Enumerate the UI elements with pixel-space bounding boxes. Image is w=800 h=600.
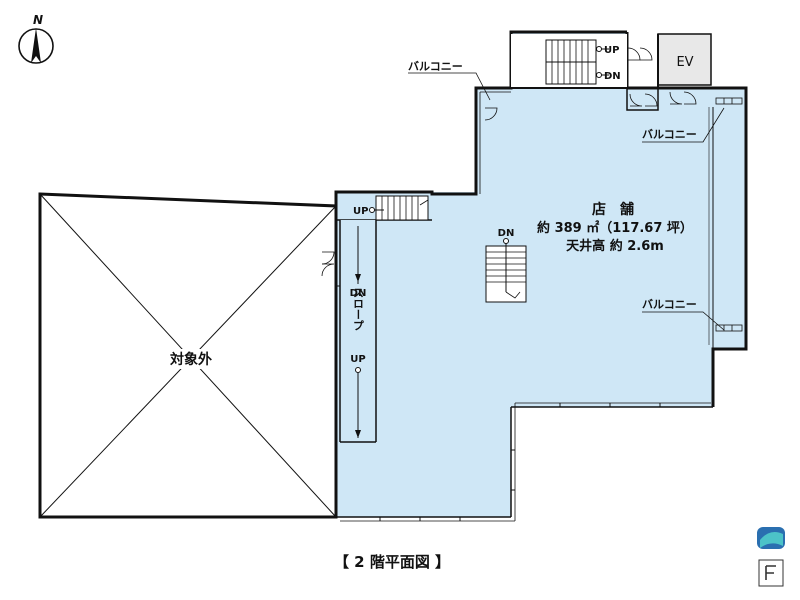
balcony-label-1: バルコニー	[408, 60, 491, 101]
stair-up-label-left: UP	[353, 206, 368, 217]
compass: N	[18, 13, 54, 64]
excluded-label: 対象外	[169, 351, 212, 368]
stair-up-label-top: UP	[604, 45, 619, 56]
svg-text:バルコニー: バルコニー	[642, 298, 697, 311]
brand-logo	[757, 527, 785, 549]
stair-dn-label-center: DN	[498, 228, 515, 239]
slope-corridor: DN スロープ UP	[336, 220, 377, 443]
store-name: 店 舗	[592, 201, 634, 218]
svg-text:バルコニー: バルコニー	[642, 128, 697, 141]
store-area: 約 389 ㎡（117.67 坪）	[537, 220, 693, 236]
balcony-label-3: バルコニー	[642, 298, 725, 331]
stair-dn-label-top: DN	[604, 71, 621, 82]
balcony-markers	[715, 97, 743, 332]
store-ceiling-height: 天井高 約 2.6m	[566, 238, 664, 254]
left-stair: UP	[336, 195, 432, 221]
store-floor: 店 舗 約 389 ㎡（117.67 坪） 天井高 約 2.6m	[334, 30, 748, 522]
center-stair: DN	[485, 228, 527, 303]
north-label: N	[33, 13, 43, 27]
door-recess	[626, 88, 659, 111]
balcony-label-2: バルコニー	[642, 107, 725, 143]
elevator: EV	[657, 33, 712, 88]
plan-title: 【 2 階平面図 】	[334, 553, 450, 571]
elevator-label: EV	[676, 55, 693, 70]
slope-label: スロープ	[352, 287, 365, 331]
floor-f-icon	[758, 559, 784, 587]
slope-up-label: UP	[350, 354, 365, 365]
slope-dn-label: DN	[350, 288, 367, 299]
excluded-area: 対象外	[38, 192, 338, 519]
stairwell-top: UP DN	[511, 34, 627, 89]
svg-text:バルコニー: バルコニー	[408, 60, 463, 73]
